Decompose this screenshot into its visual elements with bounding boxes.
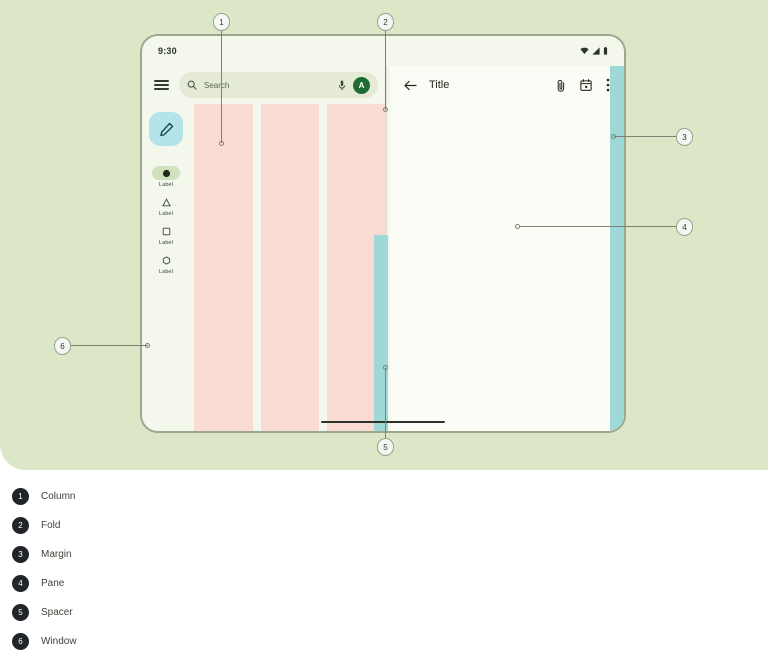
callout-3-leader <box>614 136 676 137</box>
column-1 <box>194 104 253 431</box>
rail-item-4[interactable]: Label <box>144 253 188 275</box>
legend-number-6: 6 <box>12 633 29 650</box>
legend-label-5: Spacer <box>41 607 73 618</box>
right-pane-top-bar: Title <box>390 66 624 104</box>
legend-number-4: 4 <box>12 575 29 592</box>
callout-5-endpoint <box>383 365 388 370</box>
battery-icon <box>603 47 608 55</box>
legend-label-3: Margin <box>41 549 72 560</box>
callout-6-leader <box>71 345 148 346</box>
signal-icon <box>592 47 600 55</box>
rail-item-3-label: Label <box>159 240 173 246</box>
callout-4-endpoint <box>515 224 520 229</box>
back-arrow-icon[interactable] <box>404 80 417 91</box>
rail-item-2[interactable]: Label <box>144 195 188 217</box>
callout-marker-2: 2 <box>377 13 394 31</box>
callout-marker-6: 6 <box>54 337 71 355</box>
callout-1-leader <box>221 30 222 143</box>
legend-item-3: 3 Margin <box>12 540 768 569</box>
rail-item-2-label: Label <box>159 211 173 217</box>
device-mockup: 9:30 <box>140 34 626 433</box>
callout-marker-1: 1 <box>213 13 230 31</box>
right-pane: Title <box>390 66 624 431</box>
legend-item-1: 1 Column <box>12 482 768 511</box>
legend-label-2: Fold <box>41 520 60 531</box>
legend-item-2: 2 Fold <box>12 511 768 540</box>
legend-number-2: 2 <box>12 517 29 534</box>
callout-6-endpoint <box>145 343 150 348</box>
column-grid <box>194 104 386 431</box>
callout-5-leader <box>385 368 386 440</box>
rail-item-4-label: Label <box>159 269 173 275</box>
wifi-icon <box>580 47 589 55</box>
search-placeholder: Search <box>204 81 331 90</box>
legend-label-1: Column <box>41 491 75 502</box>
avatar[interactable]: A <box>353 77 370 94</box>
page-title: Title <box>429 79 544 91</box>
rail-item-2-indicator <box>152 195 180 209</box>
legend: 1 Column 2 Fold 3 Margin 4 Pane 5 Spacer… <box>0 470 768 655</box>
microphone-icon[interactable] <box>338 80 346 91</box>
attachment-paperclip-icon[interactable] <box>556 79 566 92</box>
hamburger-menu-icon[interactable] <box>154 80 169 90</box>
square-outline-icon <box>162 227 171 236</box>
callout-2-leader <box>385 30 386 110</box>
status-bar: 9:30 <box>142 36 624 66</box>
callout-marker-5: 5 <box>377 438 394 456</box>
right-pane-actions <box>556 78 610 92</box>
rail-item-4-indicator <box>152 253 180 267</box>
legend-label-6: Window <box>41 636 77 647</box>
legend-number-1: 1 <box>12 488 29 505</box>
column-2 <box>261 104 320 431</box>
navigation-rail: Label Label <box>142 104 190 431</box>
legend-item-5: 5 Spacer <box>12 598 768 627</box>
status-bar-clock: 9:30 <box>158 46 177 56</box>
status-bar-icons <box>580 47 608 55</box>
callout-2-endpoint <box>383 107 388 112</box>
search-icon <box>187 80 197 90</box>
circle-filled-icon <box>162 169 171 178</box>
pencil-edit-icon <box>159 122 174 137</box>
rail-item-1[interactable]: Label <box>144 166 188 188</box>
calendar-icon[interactable] <box>580 79 592 91</box>
legend-label-4: Pane <box>41 578 64 589</box>
navigation-rail-items: Label Label <box>144 166 188 275</box>
legend-number-3: 3 <box>12 546 29 563</box>
triangle-outline-icon <box>162 198 171 207</box>
callout-4-leader <box>519 226 676 227</box>
callout-marker-4: 4 <box>676 218 693 236</box>
legend-item-4: 4 Pane <box>12 569 768 598</box>
rail-item-1-label: Label <box>159 182 173 188</box>
left-pane-top-bar: Search A <box>142 66 390 104</box>
rail-item-3-indicator <box>152 224 180 238</box>
callout-marker-3: 3 <box>676 128 693 146</box>
compose-fab-button[interactable] <box>149 112 183 146</box>
legend-item-6: 6 Window <box>12 627 768 656</box>
hero-stage: 9:30 <box>0 0 768 470</box>
margin-strip <box>610 66 624 431</box>
callout-3-endpoint <box>611 134 616 139</box>
hexagon-outline-icon <box>162 256 171 265</box>
device-screen: 9:30 <box>142 36 624 431</box>
rail-item-1-indicator <box>152 166 180 180</box>
search-input[interactable]: Search A <box>179 72 378 98</box>
legend-number-5: 5 <box>12 604 29 621</box>
rail-item-3[interactable]: Label <box>144 224 188 246</box>
gesture-navigation-bar <box>321 421 445 424</box>
callout-1-endpoint <box>219 141 224 146</box>
